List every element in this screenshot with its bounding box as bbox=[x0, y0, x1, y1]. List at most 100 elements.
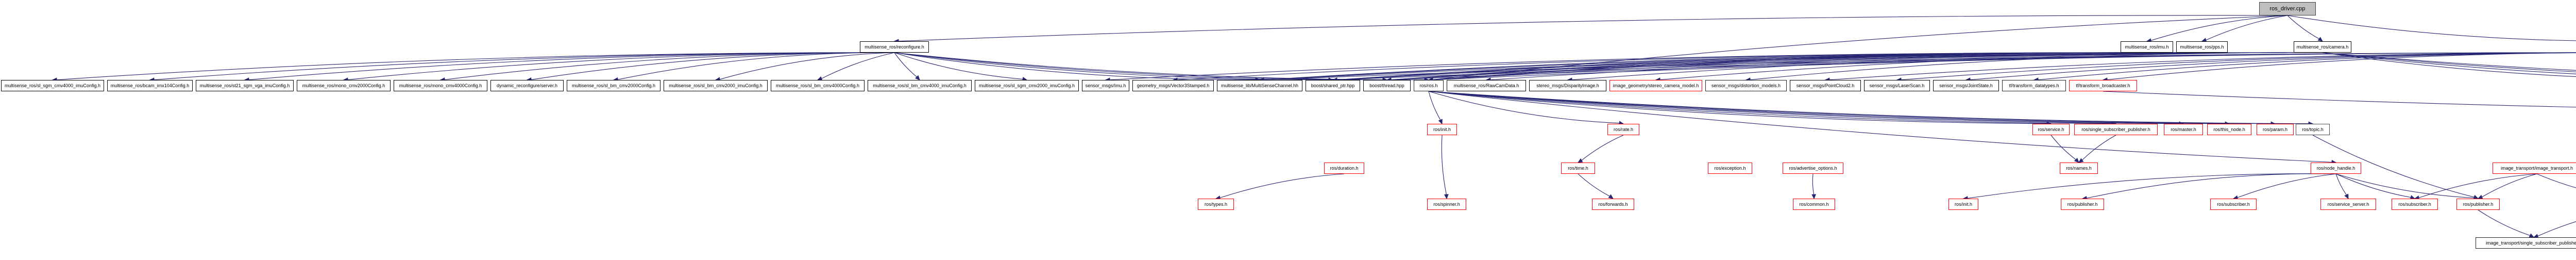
graph-node[interactable]: ros/service_server.h bbox=[2320, 199, 2376, 210]
graph-node[interactable]: multisense_ros/imu.h bbox=[2121, 41, 2173, 53]
graph-node[interactable]: multisense_ros/mono_cmv4000Config.h bbox=[394, 80, 487, 91]
graph-node[interactable]: ros/node_handle.h bbox=[2311, 163, 2361, 174]
graph-edge bbox=[1219, 173, 1345, 199]
edge-arrowhead bbox=[2317, 37, 2323, 42]
graph-node[interactable]: ros/publisher.h bbox=[2456, 199, 2500, 210]
graph-node[interactable]: multisense_lib/MultiSenseChannel.hh bbox=[1217, 80, 1302, 91]
graph-edge bbox=[2103, 91, 2576, 108]
graph-edge bbox=[2335, 173, 2475, 199]
graph-edge bbox=[894, 52, 1329, 80]
graph-node[interactable]: tf/transform_datatypes.h bbox=[2002, 80, 2066, 91]
graph-node[interactable]: multisense_ros/sl_sgm_cmv2000_imuConfig.… bbox=[975, 80, 1079, 91]
graph-edge bbox=[2287, 15, 2576, 41]
graph-node[interactable]: ros/time.h bbox=[1561, 163, 1595, 174]
root-node[interactable]: ros_driver.cpp bbox=[2259, 2, 2316, 15]
graph-edge bbox=[2287, 15, 2319, 39]
graph-node[interactable]: tf/transform_broadcaster.h bbox=[2069, 80, 2137, 91]
graph-edge bbox=[2082, 135, 2116, 160]
graph-edge bbox=[2312, 135, 2475, 198]
graph-edge bbox=[894, 52, 1383, 80]
graph-node[interactable]: sensor_msgs/JointState.h bbox=[1933, 80, 1999, 91]
graph-node[interactable]: multisense_ros/sl_bm_cmv2000_imuConfig.h bbox=[664, 80, 768, 91]
graph-edge bbox=[1428, 91, 2226, 124]
graph-edge bbox=[2536, 173, 2576, 188]
graph-node[interactable]: multisense_ros/sl_bm_cmv4000Config.h bbox=[771, 80, 865, 91]
graph-node[interactable]: ros/master.h bbox=[2164, 124, 2203, 135]
graph-node[interactable]: multisense_ros/sl_bm_cmv2000Config.h bbox=[567, 80, 660, 91]
graph-node[interactable]: ros/forwards.h bbox=[1592, 199, 1634, 210]
graph-node[interactable]: multisense_ros/reconfigure.h bbox=[860, 41, 929, 53]
graph-edge bbox=[2537, 221, 2576, 237]
graph-node[interactable]: ros/publisher.h bbox=[2061, 199, 2104, 210]
graph-edge bbox=[1428, 91, 1441, 120]
graph-node[interactable]: sensor_msgs/Imu.h bbox=[1082, 80, 1129, 91]
edge-arrowhead bbox=[1444, 194, 1449, 200]
graph-node[interactable]: multisense_ros/pps.h bbox=[2176, 41, 2228, 53]
graph-edge bbox=[1812, 173, 1815, 195]
graph-node[interactable]: ros/service.h bbox=[2032, 124, 2070, 135]
graph-edge bbox=[821, 52, 895, 79]
graph-node[interactable]: ros/duration.h bbox=[1324, 163, 1364, 174]
graph-edge bbox=[617, 52, 895, 80]
graph-edge bbox=[1428, 91, 2309, 124]
graph-node[interactable]: multisense_ros/bcam_imx104Config.h bbox=[107, 80, 193, 91]
graph-node[interactable]: image_transport/image_transport.h bbox=[2493, 163, 2576, 174]
graph-node[interactable]: ros/exception.h bbox=[1708, 163, 1752, 174]
graph-node[interactable]: dynamic_reconfigure/server.h bbox=[490, 80, 564, 91]
graph-node[interactable]: ros/single_subscriber_publisher.h bbox=[2074, 124, 2158, 135]
edge-arrowhead bbox=[1577, 158, 1583, 163]
graph-node[interactable]: ros/subscriber.h bbox=[2210, 199, 2257, 210]
graph-node[interactable]: sensor_msgs/LaserScan.h bbox=[1864, 80, 1930, 91]
graph-node[interactable]: multisense_ros/st21_sgm_vga_imuConfig.h bbox=[196, 80, 294, 91]
edge-arrowhead bbox=[2529, 233, 2535, 238]
graph-node[interactable]: ros/common.h bbox=[1793, 199, 1835, 210]
graph-node[interactable]: multisense_ros/camera.h bbox=[2294, 41, 2351, 53]
graph-node[interactable]: ros/ros.h bbox=[1414, 80, 1444, 91]
graph-edge bbox=[2206, 15, 2288, 41]
edge-arrowhead bbox=[915, 75, 920, 80]
graph-node[interactable]: ros/rate.h bbox=[1607, 124, 1639, 135]
graph-node[interactable]: geometry_msgs/Vector3Stamped.h bbox=[1132, 80, 1214, 91]
graph-node[interactable]: ros/init.h bbox=[1948, 199, 1978, 210]
graph-edge bbox=[2150, 15, 2288, 41]
graph-node[interactable]: ros/names.h bbox=[2060, 163, 2098, 174]
graph-edge bbox=[1581, 135, 1624, 161]
graph-edge bbox=[1432, 52, 2202, 80]
graph-node[interactable]: stereo_msgs/DisparityImage.h bbox=[1529, 80, 1606, 91]
graph-node[interactable]: sensor_msgs/PointCloud2.h bbox=[1790, 80, 1861, 91]
graph-node[interactable]: boost/shared_ptr.hpp bbox=[1306, 80, 1360, 91]
graph-node[interactable]: ros/types.h bbox=[1198, 199, 1234, 210]
graph-edge bbox=[1428, 91, 2272, 124]
graph-node[interactable]: ros/subscriber.h bbox=[2392, 199, 2438, 210]
graph-edge bbox=[2335, 173, 2411, 198]
graph-edge bbox=[1441, 135, 1447, 195]
graph-edge bbox=[894, 52, 1023, 79]
graph-edge bbox=[1432, 52, 2576, 80]
graph-node[interactable]: multisense_ros/sl_bm_cmv4000_imuConfig.h bbox=[868, 80, 972, 91]
graph-edge bbox=[1428, 91, 2332, 163]
graph-node[interactable]: image_geometry/stereo_camera_model.h bbox=[1609, 80, 1702, 91]
graph-node[interactable]: ros/this_node.h bbox=[2207, 124, 2251, 135]
graph-node[interactable]: ros/init.h bbox=[1427, 124, 1457, 135]
graph-node[interactable]: image_transport/single_subscriber_publis… bbox=[2476, 237, 2576, 249]
graph-edge bbox=[2322, 52, 2576, 77]
graph-edge bbox=[2478, 209, 2530, 236]
graph-node[interactable]: ros/topic.h bbox=[2296, 124, 2330, 135]
graph-node[interactable]: ros/spinner.h bbox=[1427, 199, 1466, 210]
graph-node[interactable]: sensor_msgs/distortion_models.h bbox=[1705, 80, 1787, 91]
graph-node[interactable]: boost/thread.hpp bbox=[1363, 80, 1411, 91]
graph-node[interactable]: ros/param.h bbox=[2257, 124, 2294, 135]
graph-edge bbox=[2418, 173, 2537, 198]
graph-node[interactable]: multisense_ros/RawCamData.h bbox=[1447, 80, 1526, 91]
graph-node[interactable]: multisense_ros/mono_cmv2000Config.h bbox=[297, 80, 391, 91]
graph-node[interactable]: ros/advertise_options.h bbox=[1783, 163, 1843, 174]
edge-arrowhead bbox=[2074, 157, 2079, 163]
edge-arrowhead bbox=[1438, 119, 1443, 125]
graph-edge bbox=[1428, 91, 2180, 124]
graph-edge bbox=[2482, 173, 2537, 198]
graph-edge bbox=[2322, 52, 2576, 72]
graph-node[interactable]: multisense_ros/sl_sgm_cmv4000_imuConfig.… bbox=[1, 80, 104, 91]
graph-edge bbox=[2237, 173, 2336, 198]
edge-arrowhead bbox=[2344, 193, 2349, 200]
